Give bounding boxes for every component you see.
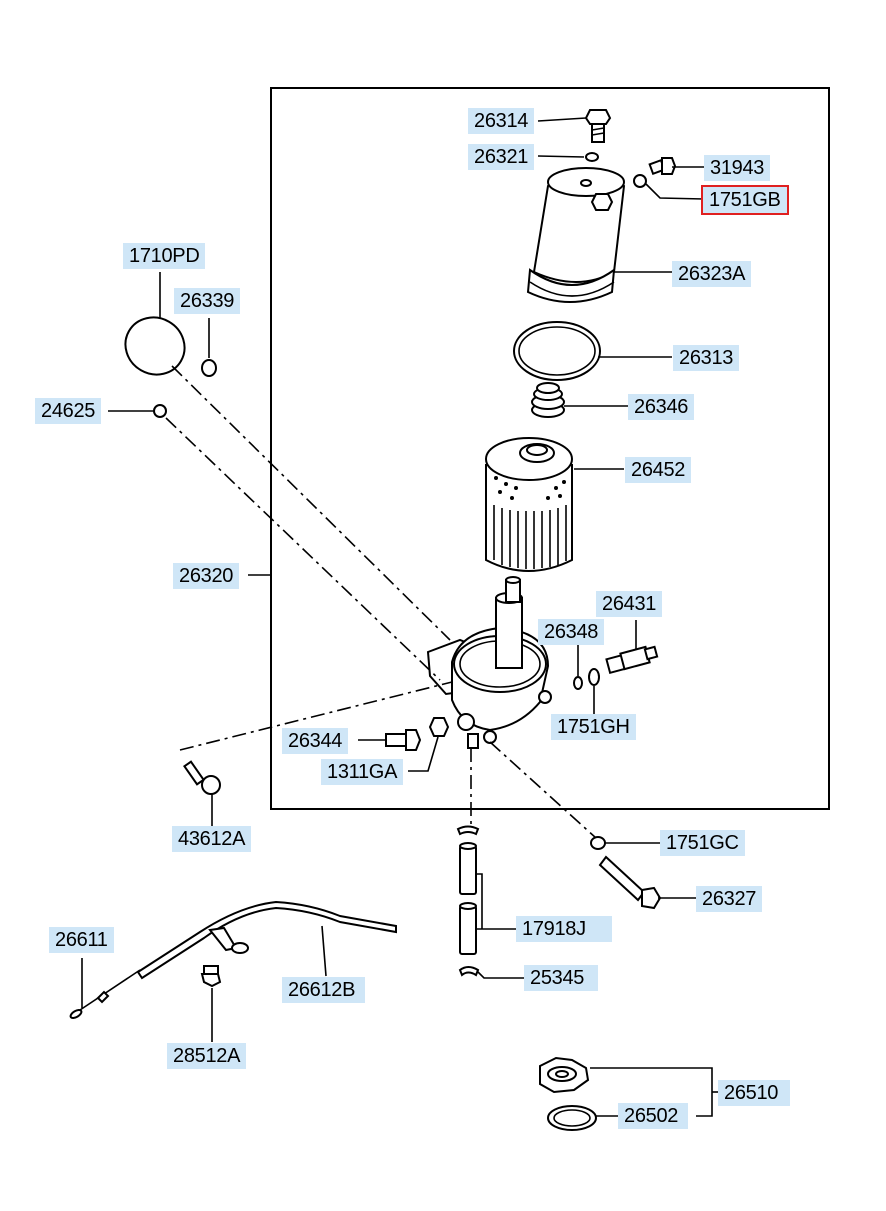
part-label-43612a[interactable]: 43612A (172, 826, 252, 852)
part-label-28512a[interactable]: 28512A (167, 1043, 247, 1069)
spring-26346-drawing (531, 382, 565, 418)
part-label-26320[interactable]: 26320 (173, 563, 240, 589)
part-label-17918j[interactable]: 17918J (516, 916, 612, 942)
o-ring-1710pd-drawing (124, 316, 186, 376)
o-ring-26348-drawing (573, 676, 583, 690)
bolt-43612a-drawing (183, 760, 221, 795)
oil-pressure-sensor-26431-drawing (605, 645, 659, 675)
washer-1751gh-drawing (588, 668, 600, 686)
part-label-1751gb[interactable]: 1751GB (701, 185, 789, 215)
part-label-26346[interactable]: 26346 (628, 394, 695, 420)
part-label-26321[interactable]: 26321 (468, 144, 535, 170)
part-label-26327[interactable]: 26327 (696, 886, 763, 912)
part-label-26348[interactable]: 26348 (538, 619, 605, 645)
gasket-1751gb-drawing (633, 174, 647, 188)
bolt-26327-drawing (598, 855, 662, 910)
bolt-26344-drawing (385, 729, 422, 751)
part-label-26510[interactable]: 26510 (718, 1080, 791, 1106)
part-label-26339[interactable]: 26339 (174, 288, 241, 314)
assembly-frame (270, 87, 830, 810)
part-label-26323a[interactable]: 26323A (672, 261, 752, 287)
gasket-26502-drawing (547, 1105, 597, 1131)
part-label-1751gh[interactable]: 1751GH (551, 714, 636, 740)
filter-housing-26323a-drawing (526, 167, 626, 303)
leader-lines (81, 117, 718, 1117)
assembly-guide-lines (165, 365, 597, 839)
o-ring-24625-drawing (153, 404, 167, 418)
part-label-26344[interactable]: 26344 (282, 728, 349, 754)
part-label-26452[interactable]: 26452 (625, 457, 692, 483)
dipstick-26611-drawing (69, 969, 141, 1019)
dipstick-tube-26612b-drawing (136, 900, 397, 980)
part-label-25345[interactable]: 25345 (524, 965, 599, 991)
oil-filler-cap-26510-drawing (539, 1056, 590, 1094)
part-label-24625[interactable]: 24625 (35, 398, 102, 424)
washer-1751gc-drawing (590, 836, 606, 850)
part-label-26502[interactable]: 26502 (618, 1103, 689, 1129)
o-ring-26339-drawing (201, 359, 217, 377)
part-label-26612b[interactable]: 26612B (282, 977, 366, 1003)
plug-31943-drawing (648, 157, 677, 176)
o-ring-26321-drawing (585, 152, 599, 162)
part-label-1751gc[interactable]: 1751GC (660, 830, 745, 856)
part-label-1311ga[interactable]: 1311GA (321, 759, 404, 785)
part-label-26314[interactable]: 26314 (468, 108, 535, 134)
filter-head-26320-drawing (426, 576, 552, 749)
gasket-26313-drawing (513, 321, 601, 381)
part-label-1710pd[interactable]: 1710PD (123, 243, 206, 269)
bolt-26314-drawing (584, 109, 612, 143)
nut-1311ga-drawing (428, 717, 450, 737)
part-label-26611[interactable]: 26611 (49, 927, 114, 953)
filter-element-26452-drawing (485, 437, 573, 572)
part-label-26313[interactable]: 26313 (673, 345, 740, 371)
bolt-28512a-drawing (200, 965, 222, 988)
hose-17918j-drawing (456, 825, 480, 977)
part-label-26431[interactable]: 26431 (596, 591, 663, 617)
part-label-31943[interactable]: 31943 (704, 155, 771, 181)
